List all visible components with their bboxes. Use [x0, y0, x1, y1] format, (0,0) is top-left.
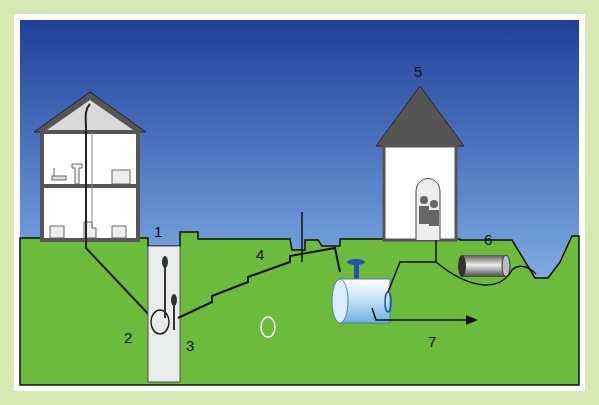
callout-number: 2: [124, 330, 132, 345]
callout-number: 4: [256, 247, 264, 262]
callout-number: 6: [484, 232, 492, 247]
callout-number: 1: [154, 224, 162, 239]
callout-number: 7: [428, 334, 436, 349]
callout-number: 5: [414, 64, 422, 79]
callout-number: 3: [186, 338, 194, 353]
